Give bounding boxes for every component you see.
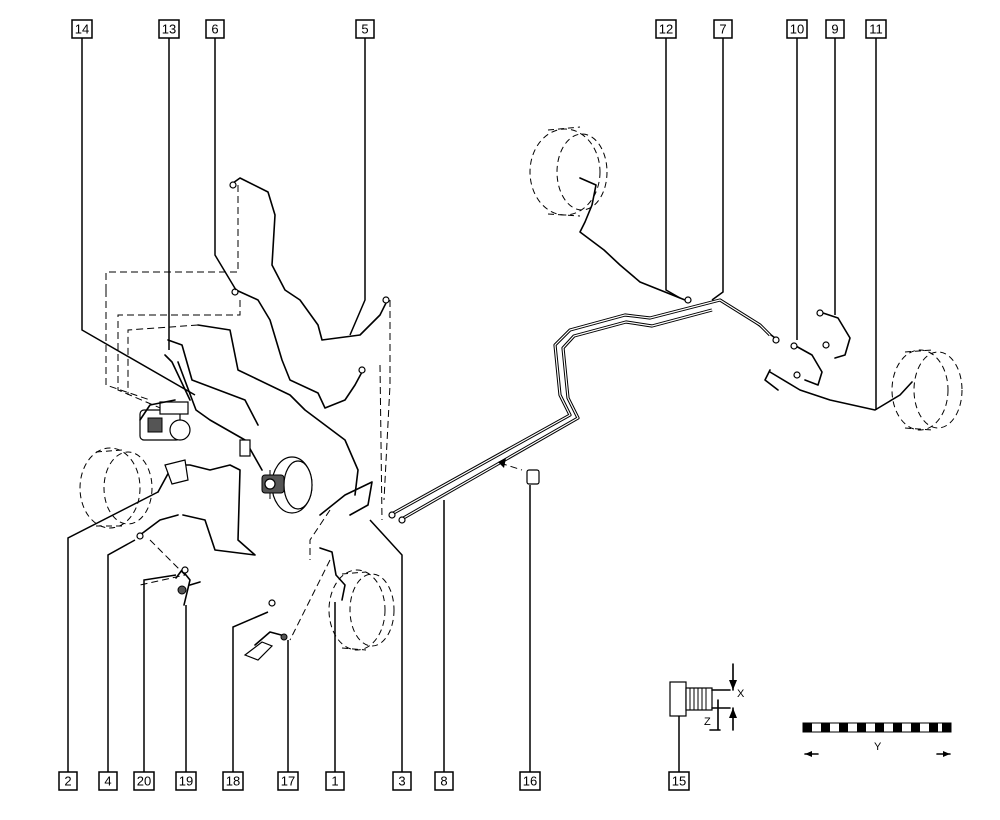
union-detail-15: X Z — [669, 663, 745, 731]
rear-left-wheel — [529, 126, 608, 217]
connector-19-20 — [175, 566, 201, 606]
callout-12-label: 12 — [659, 22, 673, 37]
callout-8: 8 — [434, 771, 454, 791]
callout-20: 20 — [133, 771, 155, 791]
callout-6: 6 — [205, 19, 225, 39]
callout-4-label: 4 — [104, 774, 111, 789]
assembly-dash-lines — [105, 185, 391, 641]
callout-16-label: 16 — [523, 774, 537, 789]
callout-17: 17 — [277, 771, 299, 791]
callout-1: 1 — [325, 771, 345, 791]
callout-2: 2 — [58, 771, 78, 791]
brake-booster-master-cylinder — [239, 439, 313, 514]
connector-17-18 — [243, 599, 288, 661]
callout-16: 16 — [519, 771, 541, 791]
brake-pipes — [136, 177, 913, 601]
pipe-clip-16 — [498, 458, 540, 485]
callout-3-label: 3 — [398, 774, 405, 789]
callout-12: 12 — [655, 19, 677, 39]
callout-13-label: 13 — [162, 22, 176, 37]
callout-8-label: 8 — [440, 774, 447, 789]
callout-13: 13 — [158, 19, 180, 39]
callout-19-label: 19 — [179, 774, 193, 789]
rear-right-wheel — [891, 349, 963, 431]
callout-18: 18 — [222, 771, 244, 791]
callout-7-label: 7 — [719, 22, 726, 37]
callout-9: 9 — [825, 19, 845, 39]
double-pipe-8 — [388, 298, 772, 524]
callout-5-label: 5 — [361, 22, 368, 37]
callout-10: 10 — [786, 19, 808, 39]
z-dimension-label: Z — [704, 716, 711, 728]
callout-6-label: 6 — [211, 22, 218, 37]
callout-7: 7 — [713, 19, 733, 39]
callout-1-label: 1 — [331, 774, 338, 789]
x-dimension-label: X — [737, 688, 745, 700]
front-right-wheel — [328, 569, 395, 651]
abs-hydraulic-unit — [139, 399, 191, 441]
callout-11-label: 11 — [869, 22, 883, 37]
callout-18-label: 18 — [226, 774, 240, 789]
y-scale-label: Y — [874, 741, 882, 753]
bracket-plate — [164, 459, 189, 485]
callout-9-label: 9 — [831, 22, 838, 37]
callout-17-label: 17 — [281, 774, 295, 789]
callout-5: 5 — [355, 19, 375, 39]
callout-11: 11 — [865, 19, 887, 39]
callout-2-label: 2 — [64, 774, 71, 789]
front-left-wheel — [79, 447, 153, 529]
callout-15: 15 — [668, 771, 690, 791]
callout-15-label: 15 — [672, 774, 686, 789]
callout-19: 19 — [175, 771, 197, 791]
callout-4: 4 — [98, 771, 118, 791]
leader-lines — [67, 38, 877, 772]
callout-14: 14 — [71, 19, 93, 39]
callout-3: 3 — [392, 771, 412, 791]
scale-bar: Y — [802, 722, 952, 757]
callout-10-label: 10 — [790, 22, 804, 37]
callout-14-label: 14 — [75, 22, 89, 37]
callout-20-label: 20 — [137, 774, 151, 789]
